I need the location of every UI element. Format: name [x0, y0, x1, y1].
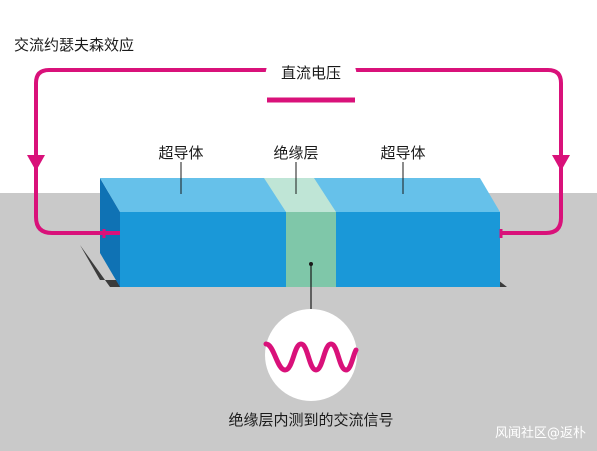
label-insulator: 绝缘层 [273, 144, 318, 162]
caption: 绝缘层内测到的交流信号 [228, 411, 393, 429]
arrow-left-icon [27, 155, 45, 171]
ac-circle [265, 309, 357, 401]
measure-point [309, 262, 313, 266]
watermark: 风闻社区@返朴 [495, 425, 586, 441]
title: 交流约瑟夫森效应 [14, 36, 134, 54]
label-superconductor-right: 超导体 [380, 144, 425, 162]
label-superconductor-left: 超导体 [158, 144, 203, 162]
arrow-right-icon [552, 155, 570, 171]
insulator-top-face [264, 178, 336, 212]
sine-wave-icon [263, 341, 359, 373]
voltage-label: 直流电压 [281, 64, 341, 82]
voltage-circle [265, 34, 357, 126]
